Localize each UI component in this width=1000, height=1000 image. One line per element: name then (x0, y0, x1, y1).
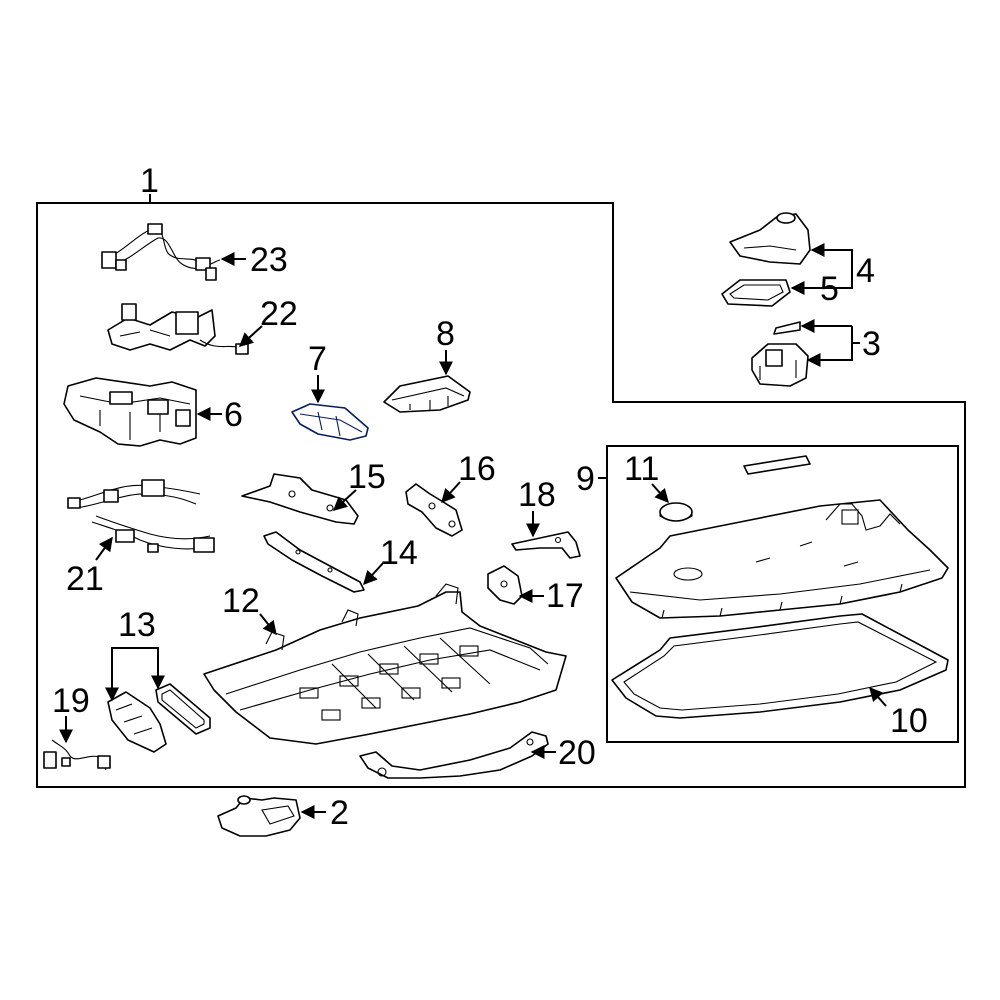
callout-21[interactable]: 21 (66, 560, 104, 598)
callout-1[interactable]: 1 (140, 162, 159, 200)
leader-16 (441, 481, 461, 504)
callout-8[interactable]: 8 (436, 315, 455, 353)
callout-10[interactable]: 10 (890, 702, 928, 740)
callout-17[interactable]: 17 (546, 577, 584, 615)
part-10-seal-gasket[interactable] (611, 613, 949, 719)
part-13-duct[interactable] (107, 691, 167, 753)
callout-16[interactable]: 16 (458, 450, 496, 488)
callout-13[interactable]: 13 (118, 606, 156, 644)
callout-4[interactable]: 4 (856, 252, 875, 290)
part-7-highlighted[interactable] (291, 403, 369, 441)
part-18-bracket[interactable] (511, 531, 581, 559)
leader-22 (238, 325, 263, 347)
leader-11 (651, 483, 669, 504)
leader-10 (869, 686, 887, 707)
part-20-rail[interactable] (359, 731, 549, 779)
subassembly-frame (606, 445, 959, 743)
callout-9[interactable]: 9 (576, 460, 595, 498)
part-14-rail[interactable] (263, 531, 365, 593)
part-17-bracket[interactable] (487, 565, 523, 605)
callout-5[interactable]: 5 (820, 270, 839, 308)
callout-12[interactable]: 12 (222, 582, 260, 620)
callout-19[interactable]: 19 (52, 682, 90, 720)
part-8-cover[interactable] (383, 375, 471, 413)
assembly-frame (36, 202, 966, 788)
bracket-3 (806, 326, 853, 367)
part-12-battery-tray[interactable] (203, 583, 567, 745)
part-2-cover[interactable] (217, 795, 301, 837)
callout-20[interactable]: 20 (558, 734, 596, 772)
part-19-sensor-harness[interactable] (43, 739, 111, 771)
bracket-13 (111, 647, 165, 696)
part-15-bracket[interactable] (241, 473, 359, 525)
callout-18[interactable]: 18 (518, 476, 556, 514)
part-5-gasket[interactable] (721, 279, 791, 307)
callout-3[interactable]: 3 (862, 325, 881, 363)
part-16-bracket[interactable] (405, 483, 463, 537)
label-plate (743, 455, 811, 475)
leader-21 (95, 536, 113, 561)
part-9-battery-cover[interactable] (615, 499, 949, 619)
callout-23[interactable]: 23 (250, 241, 288, 279)
leader-15 (332, 489, 357, 511)
callout-14[interactable]: 14 (380, 534, 418, 572)
callout-15[interactable]: 15 (348, 458, 386, 496)
part-3-service-plug[interactable] (751, 321, 809, 387)
part-22-junction-block[interactable] (107, 303, 249, 355)
part-13-seal[interactable] (155, 683, 211, 735)
part-23-harness[interactable] (101, 223, 221, 281)
part-6-junction-block[interactable] (63, 377, 197, 447)
callout-2[interactable]: 2 (330, 794, 349, 832)
leader-14 (363, 561, 385, 586)
part-4-cover[interactable] (729, 212, 811, 265)
callout-6[interactable]: 6 (224, 396, 243, 434)
callout-7[interactable]: 7 (308, 340, 327, 378)
callout-11[interactable]: 11 (624, 450, 659, 488)
callout-22[interactable]: 22 (260, 295, 298, 333)
part-11-cap[interactable] (659, 502, 693, 522)
part-21-wire-harness[interactable] (67, 479, 215, 553)
leader-12 (259, 613, 277, 636)
